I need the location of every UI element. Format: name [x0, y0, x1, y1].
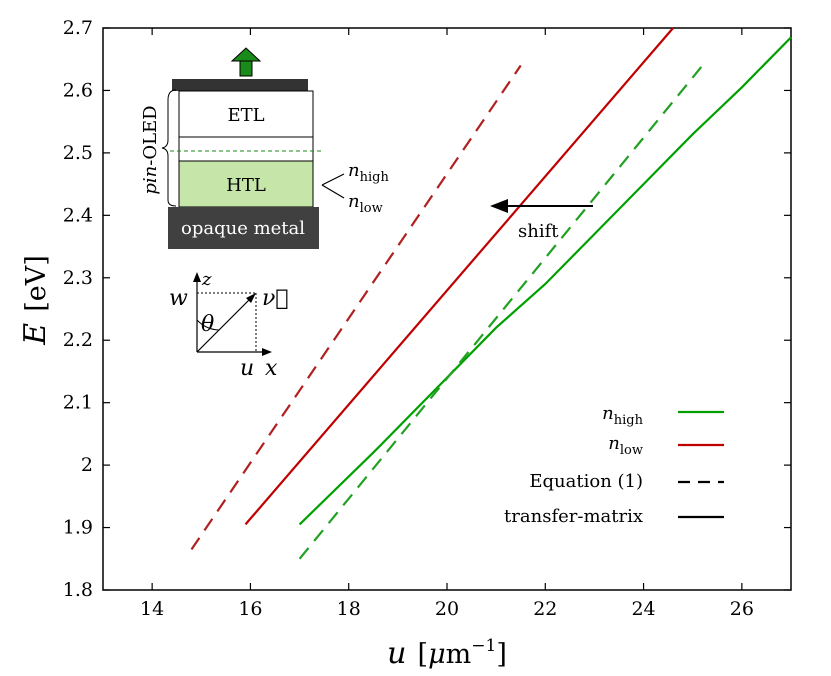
- shift-label: shift: [518, 221, 559, 242]
- n-high-label: nhigh: [348, 160, 389, 185]
- axis-ticks: 14 16 18 20 22 24 26 1.8 1.9 2 2.1 2.2 2.3 2.4 2.5 2.6 2…: [63, 17, 791, 620]
- x-axis-label: u [μm−1]: [387, 636, 507, 671]
- y-tick-label: 1.8: [63, 579, 93, 601]
- y-tick-label: 2.5: [63, 142, 93, 164]
- y-axis-label: E [eV]: [18, 255, 53, 346]
- x-tick-label: 20: [435, 598, 459, 620]
- middle-layer: [178, 136, 314, 162]
- legend-label-transfer-matrix: transfer-matrix: [504, 506, 643, 527]
- y-tick-label: 2.6: [63, 79, 93, 101]
- device-label: pin-OLED: [140, 105, 161, 194]
- nu-label: ν⃗: [262, 286, 289, 311]
- axis-u-label: u: [240, 356, 254, 381]
- metal-label: opaque metal: [181, 218, 305, 239]
- x-tick-label: 24: [631, 598, 655, 620]
- coordinate-sketch: z w θ ν⃗ u x: [169, 269, 289, 381]
- x-tick-label: 22: [533, 598, 557, 620]
- device-brace: [161, 89, 177, 207]
- axis-x-label: x: [265, 356, 278, 381]
- metal-layer: [168, 207, 319, 249]
- x-tick-label: 16: [238, 598, 262, 620]
- top-electrode: [172, 79, 308, 91]
- x-tick-label: 14: [140, 598, 164, 620]
- n-high-pointer: [321, 173, 345, 186]
- series-line-1: [298, 36, 792, 526]
- x-tick-label: 18: [337, 598, 361, 620]
- series-line-4: [190, 64, 522, 551]
- n-low-label: nlow: [348, 191, 383, 216]
- n-low-pointer: [321, 184, 345, 199]
- htl-layer: [178, 160, 314, 208]
- oled-stack-inset: ETL HTL opaque metal pin-OLED nhigh nlow: [140, 47, 389, 249]
- series-line-2: [244, 27, 674, 526]
- axis-z-label: z: [201, 269, 212, 290]
- legend-label-n-high: nhigh: [602, 403, 643, 428]
- shift-annotation: shift: [490, 199, 593, 242]
- etl-label: ETL: [227, 105, 264, 126]
- y-tick-label: 2.7: [63, 17, 93, 39]
- theta-label: θ: [201, 312, 214, 337]
- y-tick-label: 2.1: [63, 392, 93, 414]
- x-tick-label: 26: [730, 598, 754, 620]
- y-tick-label: 2.3: [63, 267, 93, 289]
- emission-arrow-icon: [230, 47, 262, 77]
- y-tick-label: 2: [81, 454, 93, 476]
- etl-layer: [178, 90, 314, 138]
- legend-label-n-low: nlow: [608, 433, 643, 458]
- y-tick-label: 2.2: [63, 329, 93, 351]
- shift-arrow-head: [490, 199, 508, 213]
- y-tick-label: 1.9: [63, 517, 93, 539]
- legend: nhigh nlow Equation (1) transfer-matrix: [504, 403, 724, 527]
- axis-w-label: w: [169, 286, 188, 311]
- series-lines: [190, 27, 792, 560]
- htl-label: HTL: [226, 175, 266, 196]
- y-tick-label: 2.4: [63, 204, 93, 226]
- legend-label-equation: Equation (1): [529, 471, 643, 492]
- series-line-3: [298, 64, 704, 560]
